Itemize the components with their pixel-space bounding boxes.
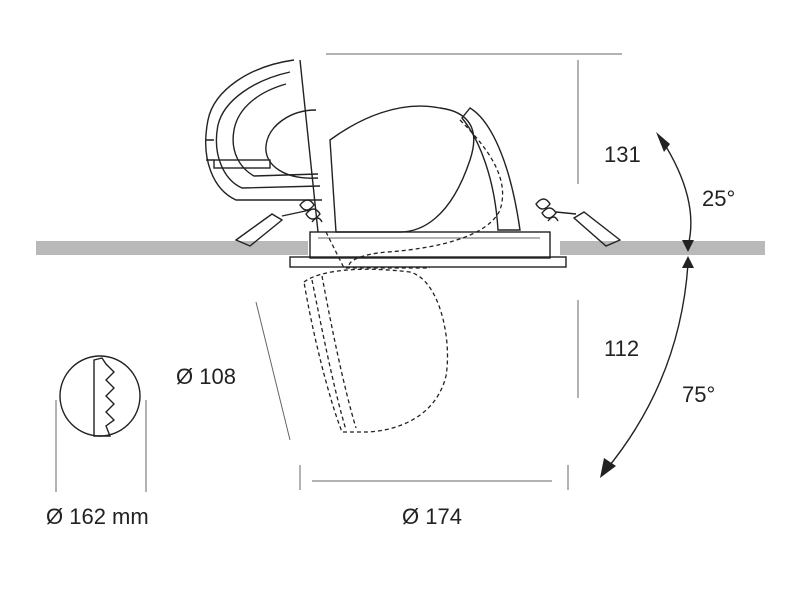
label-cutout-diameter: Ø 162 mm xyxy=(46,504,149,529)
trim-flange xyxy=(289,231,567,268)
label-tilt-down: 75° xyxy=(682,382,715,407)
dim-flange-diameter xyxy=(299,465,569,490)
tilt-arc xyxy=(600,132,694,478)
arrow-down-left-icon xyxy=(600,458,616,478)
label-height-below: 112 xyxy=(604,336,639,361)
ceiling-panel xyxy=(36,241,765,255)
spring-clip-left xyxy=(234,199,323,247)
arrow-down-icon xyxy=(682,240,694,252)
label-lamp-diameter: Ø 108 xyxy=(176,364,236,389)
label-height-above: 131 xyxy=(604,142,641,167)
lamp-head-tilted-down xyxy=(303,119,504,433)
cutout-detail xyxy=(55,355,147,492)
arrow-up-small-icon xyxy=(682,256,694,268)
spring-clip-right xyxy=(535,198,622,247)
label-tilt-up: 25° xyxy=(702,186,735,211)
lamp-head-tilted-up xyxy=(205,59,521,233)
arrow-up-icon xyxy=(656,132,670,152)
label-flange-diameter: Ø 174 xyxy=(402,504,462,529)
dim-line-lamp-diameter xyxy=(255,301,291,441)
